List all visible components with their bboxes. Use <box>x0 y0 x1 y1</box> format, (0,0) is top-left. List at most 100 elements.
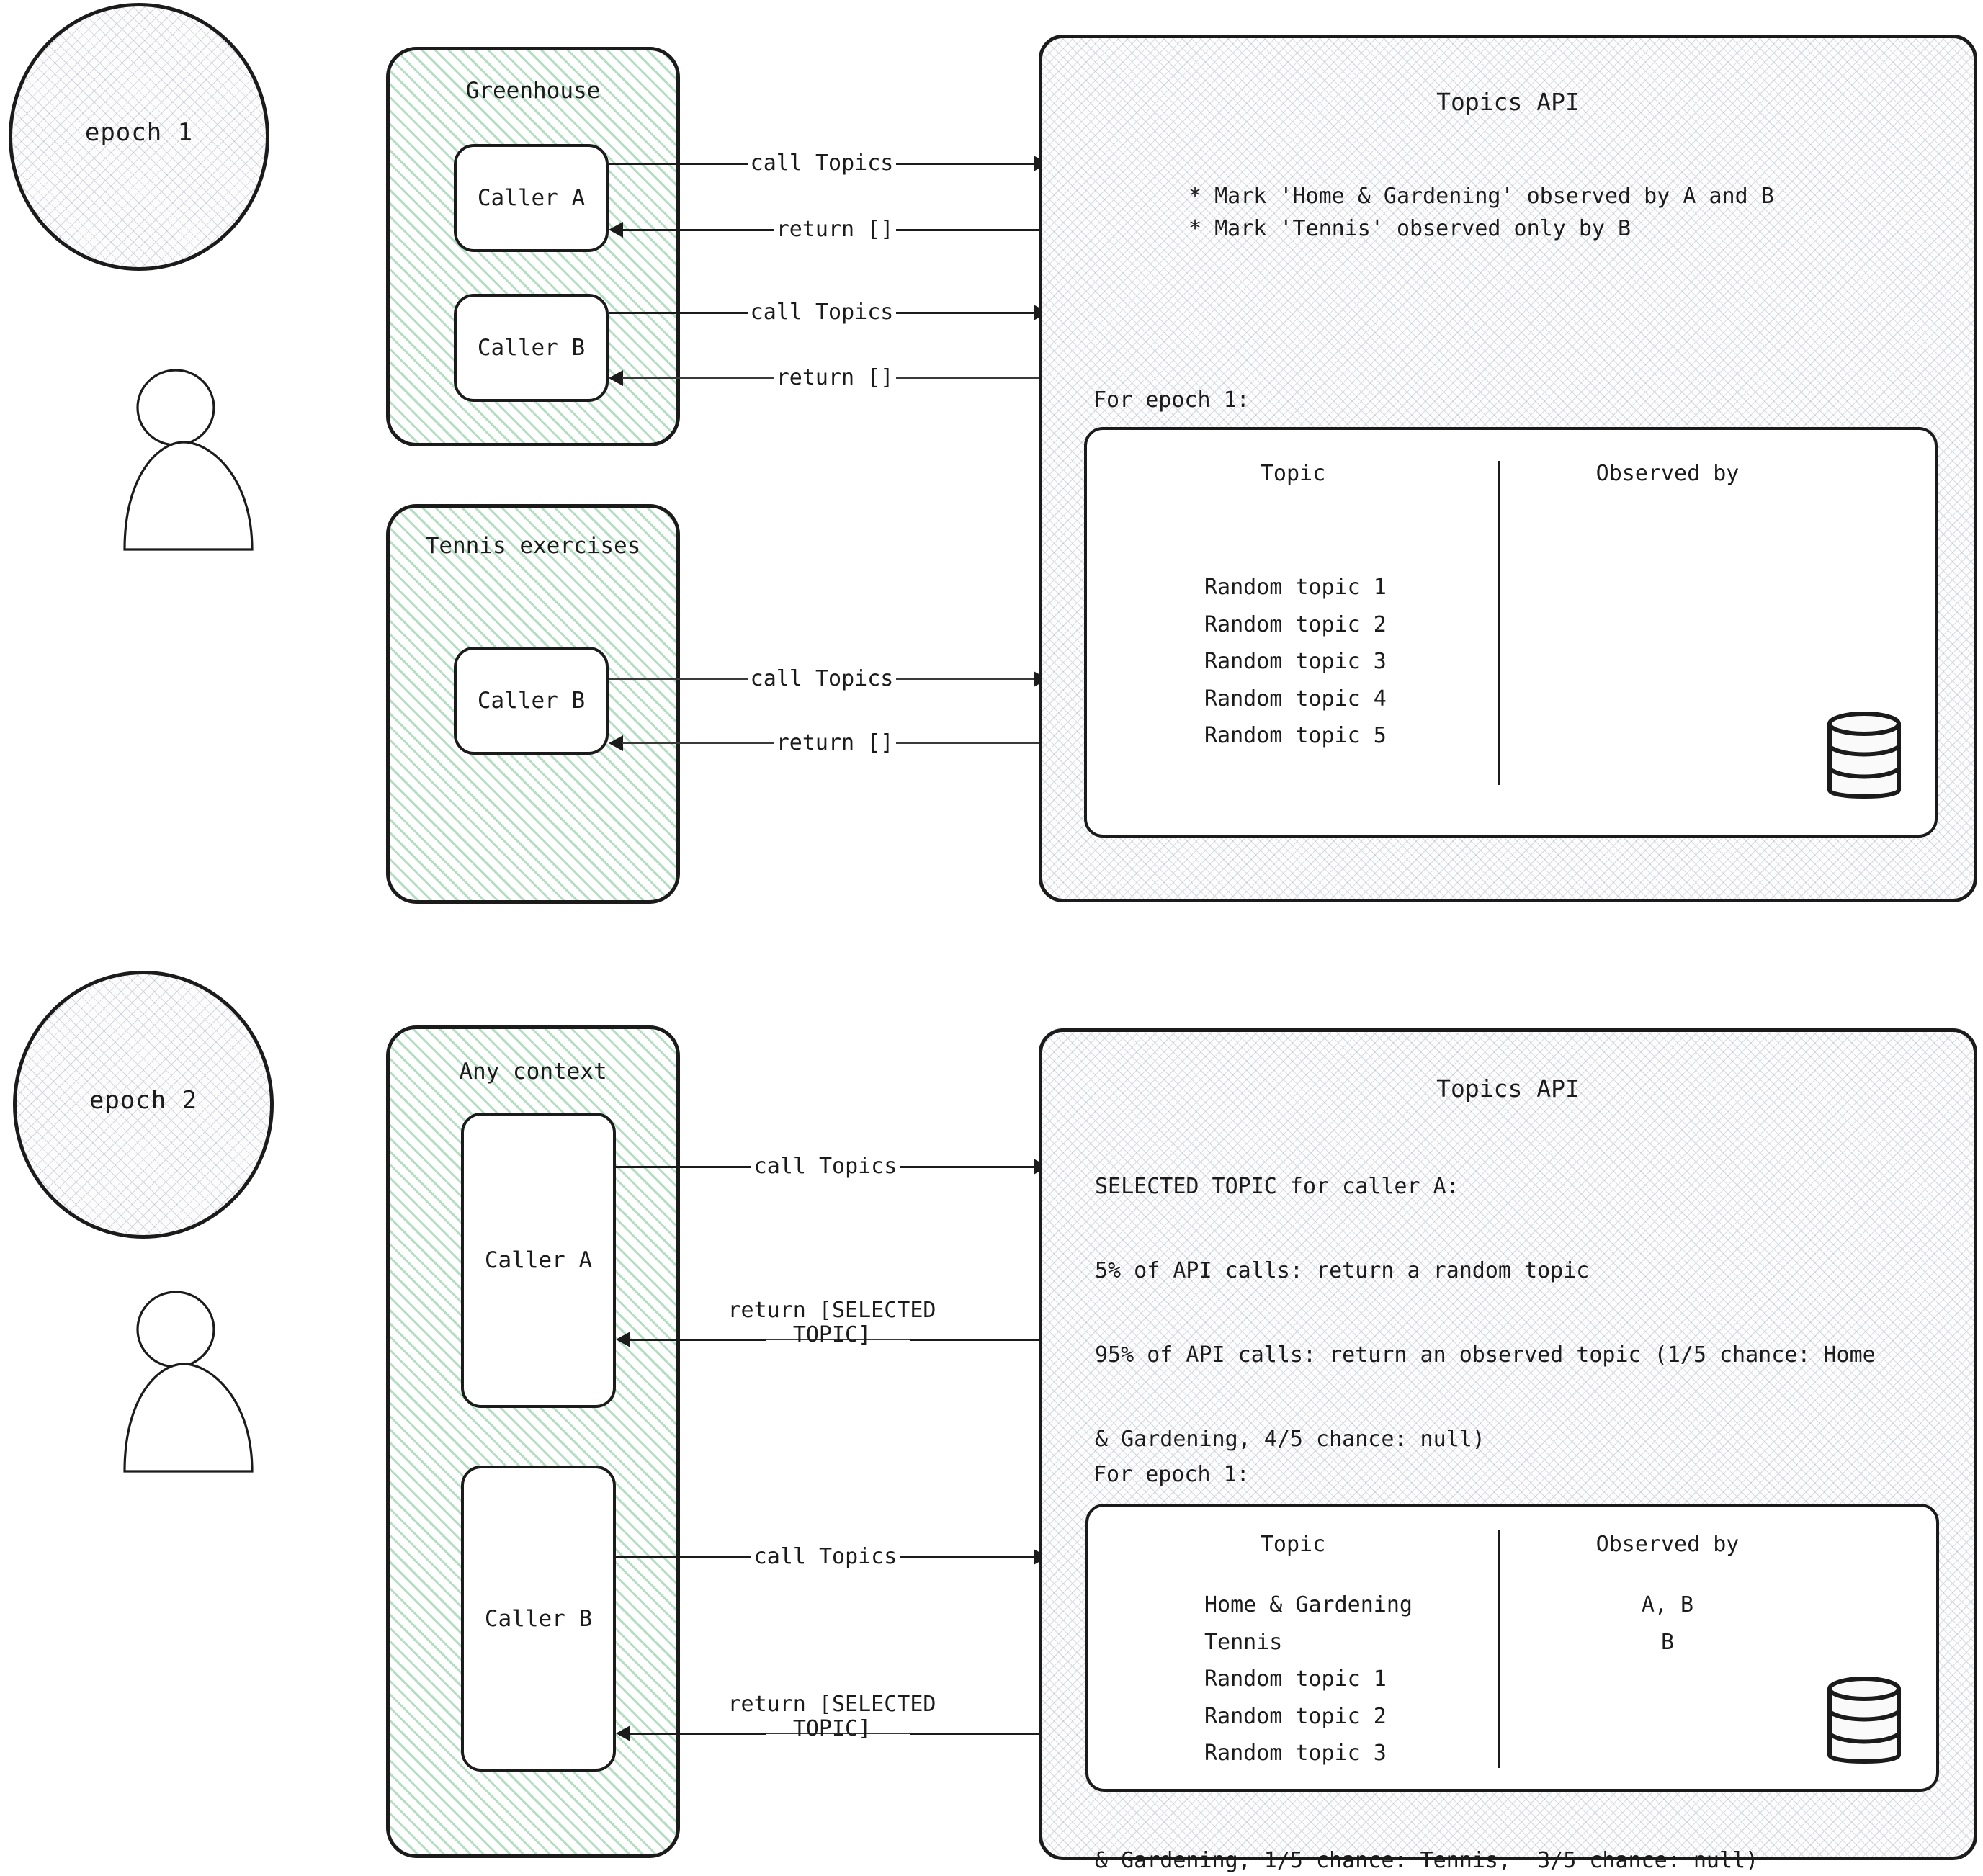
arrow-line <box>616 1556 751 1558</box>
context-tennis-exercises <box>386 504 680 904</box>
topics-table-card-epoch-2 <box>1085 1504 1939 1792</box>
topics-table-card-epoch-1 <box>1084 427 1938 838</box>
caller-label: Caller B <box>477 335 586 361</box>
table-cell-topic: Random topic 2 <box>1204 1703 1387 1729</box>
arrow-greenhouse-b-return: return [] <box>609 362 1048 394</box>
table-cell-topic: Random topic 1 <box>1204 575 1387 600</box>
arrow-greenhouse-a-return: return [] <box>609 214 1048 246</box>
epoch-1-actor-person-icon <box>115 367 259 555</box>
table-cell-observed: B <box>1660 1629 1675 1655</box>
arrow-any-b-call: call Topics <box>616 1541 1048 1573</box>
arrow-line <box>896 311 1035 314</box>
table-observed-column-epoch-2: A, B B <box>1523 1586 1812 1661</box>
epoch-2-bubble: epoch 2 <box>13 971 274 1239</box>
arrow-label: call Topics <box>750 151 894 176</box>
table-cell-topic: Tennis <box>1204 1629 1283 1655</box>
arrow-line <box>896 678 1035 680</box>
database-cylinder-icon <box>1824 1674 1910 1772</box>
table-column-header-topic: Topic <box>1260 461 1326 486</box>
arrow-any-a-call: call Topics <box>616 1151 1048 1182</box>
arrow-line <box>896 162 1035 165</box>
arrow-line <box>900 1556 1035 1558</box>
table-column-divider <box>1498 1530 1500 1768</box>
api-body-line: 95% of API calls: return an observed top… <box>1095 1342 1876 1368</box>
arrow-label: return [] <box>776 365 894 391</box>
caller-box-tennis-b[interactable]: Caller B <box>454 647 609 755</box>
arrow-head-left-icon <box>609 735 623 751</box>
table-column-header-observed-by: Observed by <box>1595 1532 1740 1557</box>
arrow-line <box>910 1732 1048 1735</box>
api-body-line: 5% of API calls: return a random topic <box>1095 1258 1590 1283</box>
arrow-label: call Topics <box>750 666 894 692</box>
arrow-head-left-icon <box>616 1725 630 1741</box>
arrow-head-left-icon <box>616 1332 630 1347</box>
arrow-head-left-icon <box>609 222 623 238</box>
context-greenhouse-title: Greenhouse <box>465 78 601 104</box>
table-cell-topic: Random topic 2 <box>1204 611 1387 637</box>
arrow-head-left-icon <box>609 370 623 386</box>
arrow-line <box>622 228 774 231</box>
api-body-line: SELECTED TOPIC for caller A: <box>1095 1174 1459 1199</box>
table-cell-topic: Random topic 1 <box>1204 1666 1387 1692</box>
arrow-label: call Topics <box>753 1544 898 1570</box>
arrow-label: call Topics <box>753 1154 898 1180</box>
arrow-label: call Topics <box>750 300 894 326</box>
table-cell-topic: Random topic 3 <box>1204 1741 1387 1767</box>
caller-label: Caller A <box>484 1247 593 1273</box>
arrow-tennis-b-return: return [] <box>609 727 1048 759</box>
arrow-greenhouse-a-call: call Topics <box>609 148 1048 179</box>
context-any-context-title: Any context <box>459 1059 607 1085</box>
arrow-line <box>616 1165 751 1168</box>
caller-label: Caller B <box>484 1605 593 1632</box>
api-body-line: & Gardening, 4/5 chance: null) <box>1095 1427 1485 1452</box>
topics-api-title-epoch-2: Topics API <box>1436 1074 1580 1103</box>
topics-api-bullets-epoch-1: * Mark 'Home & Gardening' observed by A … <box>1189 180 1952 245</box>
table-cell-topic: Random topic 4 <box>1204 686 1387 712</box>
epoch-2-label: epoch 2 <box>89 1086 198 1115</box>
arrow-label: return [] <box>776 730 894 756</box>
caller-box-greenhouse-b[interactable]: Caller B <box>454 294 609 402</box>
arrow-tennis-b-call: call Topics <box>609 663 1048 695</box>
arrow-line <box>629 1338 766 1341</box>
arrow-line <box>622 377 774 379</box>
epoch-2-actor-person-icon <box>115 1289 259 1476</box>
table-cell-topic: Home & Gardening <box>1204 1592 1413 1617</box>
arrow-line <box>896 742 1048 744</box>
topics-api-title-epoch-1: Topics API <box>1436 88 1580 116</box>
caller-box-any-a[interactable]: Caller A <box>461 1113 616 1408</box>
table-cell-observed: A, B <box>1641 1592 1694 1617</box>
arrow-label: return [] <box>776 217 894 243</box>
table-column-divider <box>1498 461 1500 785</box>
api-bullet-line: * Mark 'Home & Gardening' observed by A … <box>1189 184 1774 209</box>
caller-box-any-b[interactable]: Caller B <box>461 1466 616 1772</box>
arrow-any-b-return: return [SELECTED TOPIC] <box>616 1692 1048 1749</box>
arrow-line <box>609 678 748 680</box>
api-bullet-line: * Mark 'Tennis' observed only by B <box>1189 216 1631 241</box>
context-tennis-exercises-title: Tennis exercises <box>425 533 641 559</box>
arrow-label: return [SELECTED TOPIC] <box>728 1298 936 1347</box>
arrow-line <box>609 311 748 314</box>
arrow-greenhouse-b-call: call Topics <box>609 297 1048 328</box>
table-caption-epoch-1: For epoch 1: <box>1093 387 1250 413</box>
arrow-any-a-return: return [SELECTED TOPIC] <box>616 1298 1048 1355</box>
epoch-1-bubble: epoch 1 <box>9 3 269 271</box>
epoch-1-label: epoch 1 <box>84 118 194 147</box>
table-column-header-observed-by: Observed by <box>1595 461 1740 486</box>
arrow-line <box>910 1338 1048 1341</box>
arrow-line <box>900 1165 1035 1168</box>
table-caption-epoch-2: For epoch 1: <box>1093 1462 1250 1487</box>
arrow-line <box>629 1732 766 1735</box>
table-topic-column-epoch-2: Home & Gardening Tennis Random topic 1 R… <box>1204 1586 1514 1772</box>
table-topic-column-epoch-1: Random topic 1 Random topic 2 Random top… <box>1204 569 1492 755</box>
arrow-line <box>622 742 774 744</box>
arrow-line <box>896 377 1048 379</box>
table-column-header-topic: Topic <box>1260 1532 1326 1557</box>
arrow-line-gap <box>766 1733 910 1734</box>
api-body-line: & Gardening, 1/5 chance: Tennis, 3/5 cha… <box>1095 1848 1759 1873</box>
arrow-line <box>609 162 748 165</box>
caller-box-greenhouse-a[interactable]: Caller A <box>454 144 609 252</box>
database-cylinder-icon <box>1824 709 1910 807</box>
arrow-label: return [SELECTED TOPIC] <box>728 1692 936 1741</box>
arrow-line <box>896 228 1048 231</box>
